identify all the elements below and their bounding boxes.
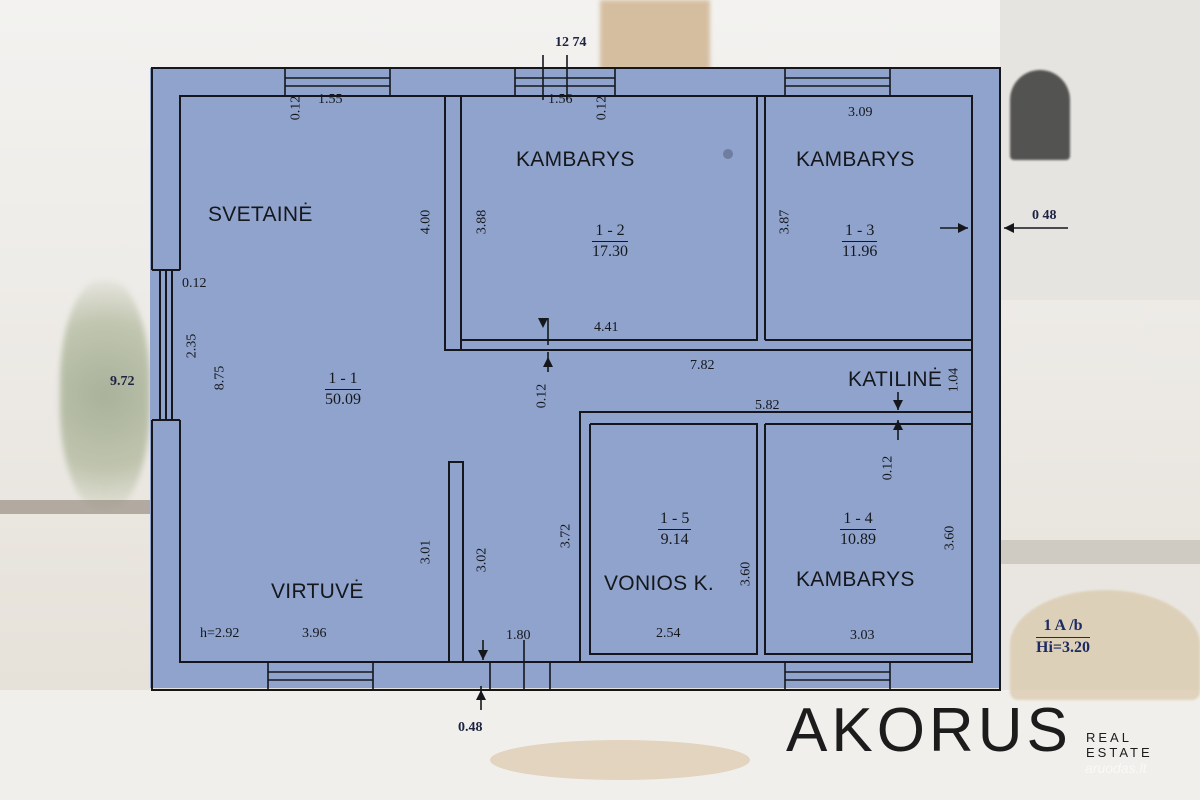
dim-7-82: 7.82 (690, 358, 715, 373)
dim-3-60-bath: 3.60 (738, 561, 754, 587)
brand-tagline-estate: ESTATE (1086, 745, 1153, 760)
room-label-room-2: KAMBARYS (516, 148, 635, 171)
dim-overall-height: 9.72 (110, 374, 135, 389)
dim-2-35: 2.35 (184, 333, 200, 359)
dim-h-2-92: h=2.92 (200, 626, 240, 641)
legend-level: 1 A /b (1036, 616, 1091, 638)
brand-logo: AKORUS REAL ESTATE (786, 696, 1150, 765)
dim-1-04: 1.04 (946, 367, 962, 393)
dim-right-0-48: 0 48 (1032, 208, 1057, 223)
dim-0-12-e: 0.12 (880, 455, 896, 481)
dim-8-75: 8.75 (212, 365, 228, 391)
dim-1-80: 1.80 (506, 628, 531, 643)
dim-3-88: 3.88 (474, 209, 490, 235)
dim-0-12-left: 0.12 (182, 276, 207, 291)
dim-3-87: 3.87 (777, 209, 793, 235)
room-label-room-3: KAMBARYS (796, 148, 915, 171)
dim-3-60-room: 3.60 (942, 525, 958, 551)
dim-4-00: 4.00 (418, 209, 434, 235)
dim-bottom-0-48: 0.48 (458, 720, 483, 735)
room-label-room-4: KAMBARYS (796, 568, 915, 591)
brand-tagline: REAL ESTATE (1086, 730, 1153, 760)
dim-2-54: 2.54 (656, 626, 681, 641)
dim-overall-width: 12 74 (555, 35, 587, 50)
dim-0-12-a: 0.12 (288, 95, 304, 121)
watermark: aruodas.lt (1085, 760, 1147, 776)
dim-3-01: 3.01 (418, 539, 434, 565)
legend-height: Hi=3.20 (1036, 639, 1091, 656)
plan-legend: 1 A /b Hi=3.20 (1036, 616, 1091, 658)
floor-plan-sheet (150, 68, 1000, 688)
dim-5-82: 5.82 (755, 398, 780, 413)
room-label-kitchen: VIRTUVĖ (271, 580, 364, 603)
dim-0-12-b: 0.12 (594, 95, 610, 121)
dim-3-96: 3.96 (302, 626, 327, 641)
dim-4-41: 4.41 (594, 320, 619, 335)
brand-name: AKORUS (786, 696, 1072, 765)
dim-0-12-d: 0.12 (534, 383, 550, 409)
dim-1-56: 1.56 (548, 92, 573, 107)
dim-3-03: 3.03 (850, 628, 875, 643)
dim-3-72: 3.72 (558, 523, 574, 549)
dim-1-55: 1.55 (318, 92, 343, 107)
brand-tagline-real: REAL (1086, 730, 1132, 745)
room-label-boiler: KATILINĖ (848, 368, 943, 391)
room-label-bath: VONIOS K. (604, 572, 715, 595)
dim-3-02: 3.02 (474, 547, 490, 573)
dim-3-09: 3.09 (848, 105, 873, 120)
room-label-living: SVETAINĖ (208, 203, 313, 226)
